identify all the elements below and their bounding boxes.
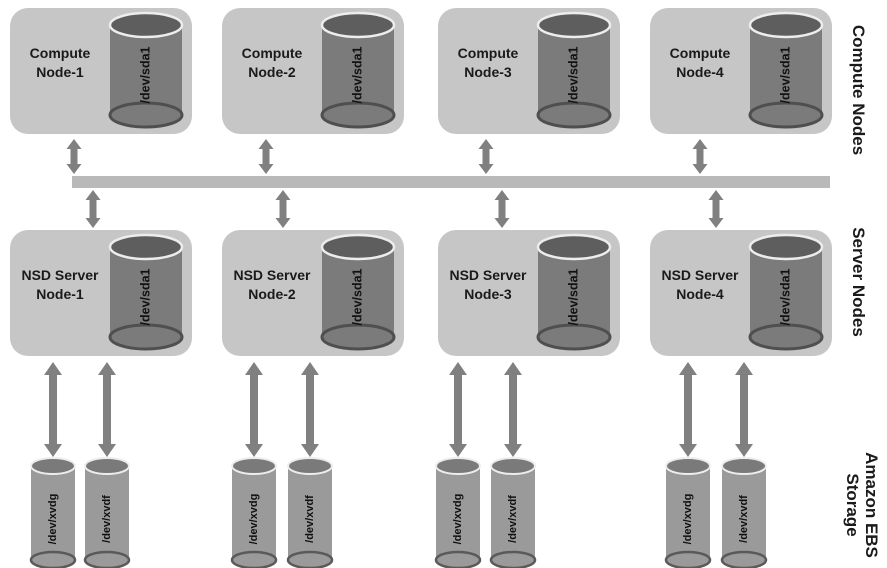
ebs-storage-label-line1: Amazon EBS [862, 452, 881, 558]
server-node-label-line1: NSD Server [21, 267, 99, 283]
server-node-label-line2: Node-3 [464, 286, 512, 302]
disk-sda1-cylinder-label: /dev/sda1 [778, 46, 792, 103]
ebs-volume-label: /dev/xvdg [47, 494, 59, 545]
compute-to-bus-arrow-4 [692, 139, 708, 174]
compute-node-label-line2: Node-1 [36, 64, 84, 80]
server-node-label-line2: Node-1 [36, 286, 84, 302]
disk-icon: /dev/sda1 [108, 233, 184, 351]
ebs-volume-cylinder: /dev/xvdf [720, 457, 768, 568]
disk-sda1-cylinder: /dev/sda1 [536, 11, 612, 129]
ebs-arrow-1-2 [98, 362, 116, 457]
disk-icon: /dev/sda1 [748, 233, 824, 351]
ebs-volume-cylinder: /dev/xvdg [664, 457, 712, 568]
disk-sda1-cylinder: /dev/sda1 [320, 11, 396, 129]
ebs-volume-cylinder: /dev/xvdf [286, 457, 334, 568]
ebs-arrow-4-2 [735, 362, 753, 457]
disk-sda1-cylinder: /dev/sda1 [108, 11, 184, 129]
compute-node-label-line1: Compute [669, 45, 731, 61]
ebs-arrow-1-1 [44, 362, 62, 457]
ebs-volume-label: /dev/xvdf [507, 495, 519, 543]
ebs-volume-label: /dev/xvdg [682, 494, 694, 545]
disk-sda1-cylinder: /dev/sda1 [320, 233, 396, 351]
ebs-volume-cylinder: /dev/xvdg [434, 457, 482, 568]
ebs-volume-cylinder: /dev/xvdg [29, 457, 77, 568]
compute-to-bus-arrow-3 [478, 139, 494, 174]
disk-icon: /dev/sda1 [536, 233, 612, 351]
disk-sda1-cylinder-label: /dev/sda1 [566, 46, 580, 103]
server-node-label-line1: NSD Server [661, 267, 739, 283]
ebs-volume-label: /dev/xvdg [452, 494, 464, 545]
bus-to-server-arrow-3 [494, 190, 510, 228]
ebs-arrow-3-2 [504, 362, 522, 457]
disk-sda1-cylinder-label: /dev/sda1 [566, 268, 580, 325]
ebs-volume-cylinder: /dev/xvdg [230, 457, 278, 568]
compute-to-bus-arrow-2 [258, 139, 274, 174]
ebs-arrow-3-1 [449, 362, 467, 457]
server-nodes-label: Server Nodes [849, 227, 868, 337]
compute-node-label-line1: Compute [241, 45, 303, 61]
disk-sda1-cylinder: /dev/sda1 [748, 233, 824, 351]
ebs-volume-label: /dev/xvdg [248, 494, 260, 545]
ebs-volume-label: /dev/xvdf [738, 495, 750, 543]
compute-node-label-line1: Compute [457, 45, 519, 61]
disk-icon: /dev/sda1 [320, 233, 396, 351]
compute-node-label-line1: Compute [29, 45, 91, 61]
disk-icon: /dev/sda1 [748, 11, 824, 129]
disk-sda1-cylinder: /dev/sda1 [748, 11, 824, 129]
compute-node-label-line2: Node-3 [464, 64, 512, 80]
ebs-arrow-2-2 [301, 362, 319, 457]
disk-sda1-cylinder: /dev/sda1 [536, 233, 612, 351]
disk-icon: /dev/sda1 [536, 11, 612, 129]
compute-to-bus-arrow-1 [66, 139, 82, 174]
disk-sda1-cylinder: /dev/sda1 [108, 233, 184, 351]
ebs-storage-label: Amazon EBS Storage [843, 452, 881, 558]
disk-icon: /dev/sda1 [108, 11, 184, 129]
disk-icon: /dev/sda1 [320, 11, 396, 129]
server-node-label-line2: Node-2 [248, 286, 296, 302]
ebs-volume-label: /dev/xvdf [101, 495, 113, 543]
ebs-arrow-2-1 [245, 362, 263, 457]
disk-sda1-cylinder-label: /dev/sda1 [138, 46, 152, 103]
ebs-storage-label-line2: Storage [843, 473, 862, 537]
ebs-volume-cylinder: /dev/xvdf [83, 457, 131, 568]
server-node-label-line1: NSD Server [233, 267, 311, 283]
compute-node-label-line2: Node-4 [676, 64, 724, 80]
disk-sda1-cylinder-label: /dev/sda1 [138, 268, 152, 325]
disk-sda1-cylinder-label: /dev/sda1 [350, 46, 364, 103]
bus-to-server-arrow-2 [275, 190, 291, 228]
compute-nodes-label: Compute Nodes [849, 24, 868, 156]
ebs-volume-cylinder: /dev/xvdf [489, 457, 537, 568]
ebs-arrow-4-1 [679, 362, 697, 457]
network-bus [72, 176, 830, 188]
server-node-label-line1: NSD Server [449, 267, 527, 283]
bus-to-server-arrow-1 [85, 190, 101, 228]
server-node-label-line2: Node-4 [676, 286, 724, 302]
bus-to-server-arrow-4 [708, 190, 724, 228]
disk-sda1-cylinder-label: /dev/sda1 [778, 268, 792, 325]
disk-sda1-cylinder-label: /dev/sda1 [350, 268, 364, 325]
compute-node-label-line2: Node-2 [248, 64, 296, 80]
ebs-volume-label: /dev/xvdf [304, 495, 316, 543]
